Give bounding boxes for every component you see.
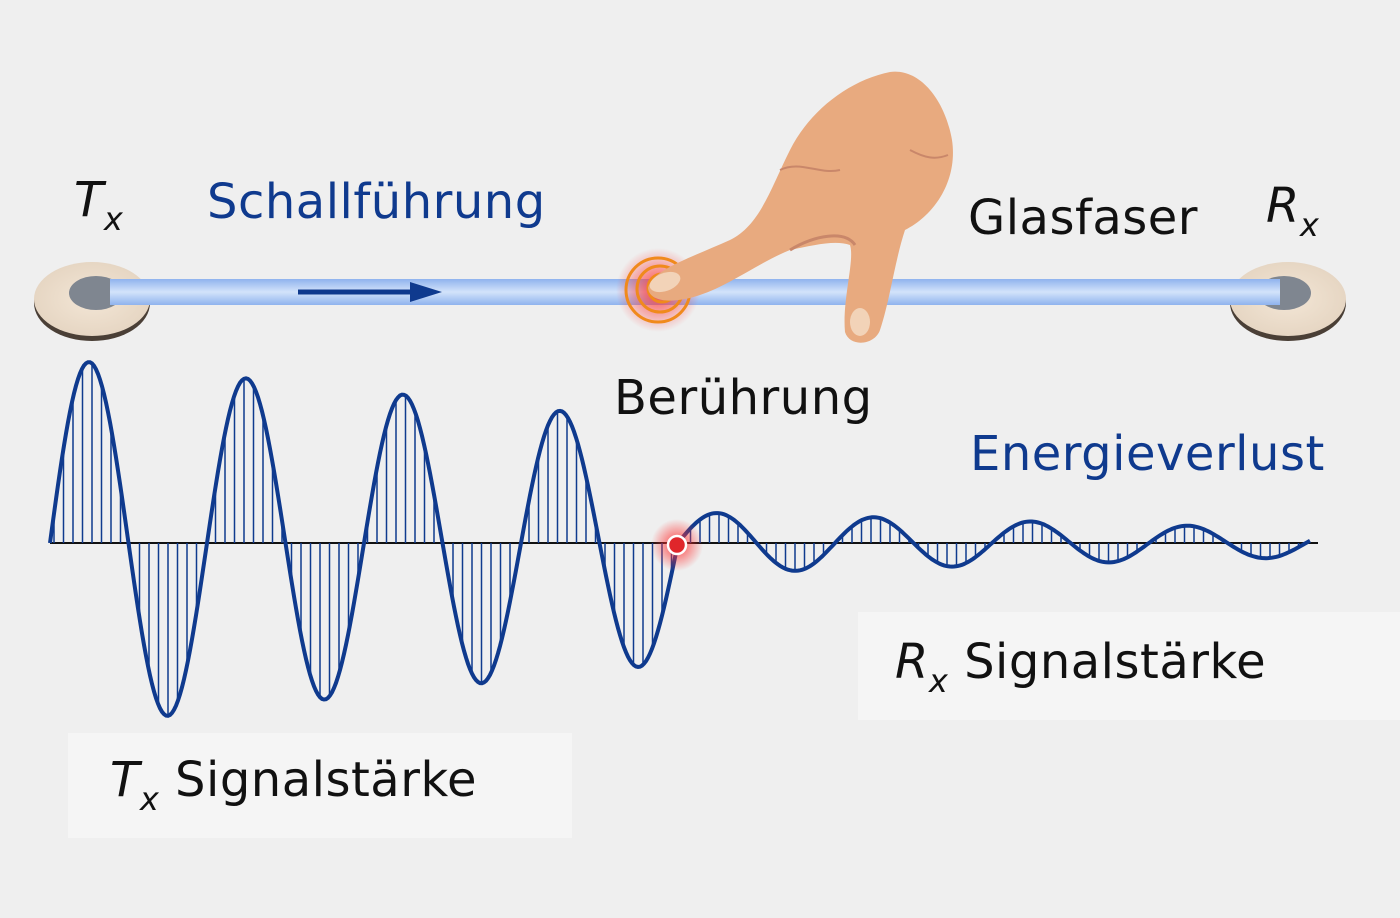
tx-symbol-label: Tx [74,172,123,238]
rx-label-background [858,612,1400,720]
tx-symbol: T [74,172,104,228]
touch-label: Berührung [614,370,873,426]
rx-subscript: x [1299,206,1320,244]
tx-symbol: T [110,752,140,808]
tx-subscript: x [103,200,124,238]
energy-loss-label: Energieverlust [970,426,1325,482]
tx-strength-text: Signalstärke [175,752,478,808]
rx-symbol: R [895,634,929,690]
rx-symbol-label: Rx [1266,178,1319,244]
rx-strength-label: Rx Signalstärke [895,634,1267,700]
signal-hatching [53,363,1309,716]
rx-strength-text: Signalstärke [964,634,1267,690]
tx-label-background [68,733,572,838]
conduction-label: Schallführung [207,174,546,230]
tx-subscript: x [139,780,160,818]
fiber-label: Glasfaser [968,190,1199,246]
pointing-hand-icon [648,71,953,343]
direction-arrow-icon [298,282,442,302]
touch-point-marker [651,519,703,571]
rx-symbol: R [1266,178,1300,234]
tx-strength-label: Tx Signalstärke [110,752,478,818]
rx-subscript: x [928,662,949,700]
